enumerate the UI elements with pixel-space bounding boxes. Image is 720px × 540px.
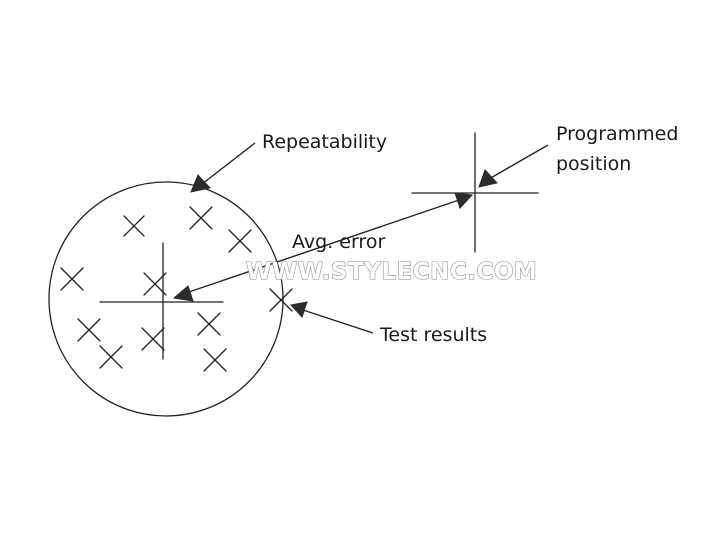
avg-error-crosshair bbox=[99, 242, 224, 360]
test-mark bbox=[60, 267, 84, 291]
test-mark bbox=[143, 272, 167, 296]
avg-error-arrow bbox=[172, 192, 474, 302]
test-mark bbox=[141, 327, 165, 351]
programmed-position-crosshair bbox=[411, 132, 539, 253]
test-mark bbox=[189, 206, 213, 230]
test-results-arrow bbox=[290, 301, 374, 334]
test-mark bbox=[203, 348, 227, 372]
repeatability-circle bbox=[48, 181, 284, 417]
test-result-marks bbox=[60, 206, 293, 372]
programmed-position-label-line2: position bbox=[556, 153, 631, 175]
test-mark bbox=[77, 318, 101, 342]
repeatability-arrow bbox=[190, 142, 256, 193]
test-mark bbox=[197, 312, 221, 336]
repeatability-label: Repeatability bbox=[262, 131, 387, 153]
test-mark bbox=[269, 288, 293, 312]
watermark-text: WWW.STYLECNC.COM bbox=[246, 259, 537, 285]
test-mark bbox=[99, 345, 123, 369]
avg-error-label: Avg. error bbox=[292, 231, 385, 253]
test-mark bbox=[123, 215, 145, 237]
programmed-position-arrow bbox=[478, 144, 549, 188]
test-results-label: Test results bbox=[379, 324, 487, 346]
programmed-position-label-line1: Programmed bbox=[556, 123, 678, 145]
test-mark bbox=[228, 229, 252, 253]
